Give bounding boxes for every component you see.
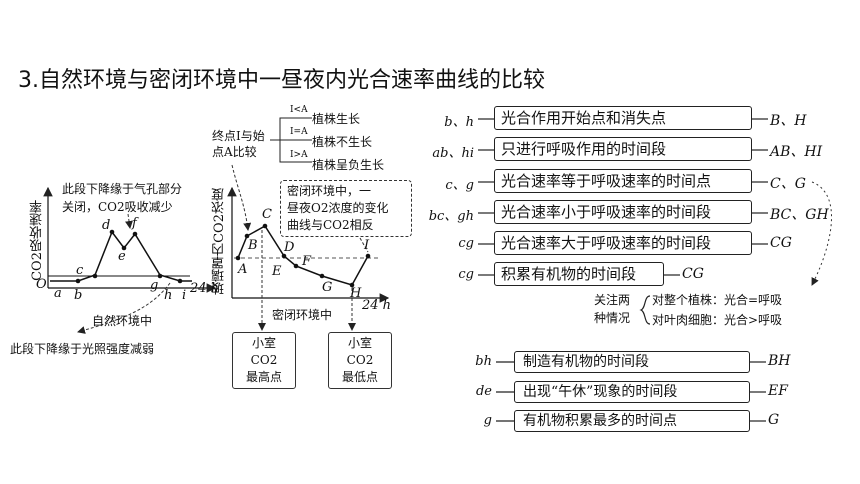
cmp1-symbol: I<A [290, 105, 308, 115]
left-note-arrow [125, 213, 133, 229]
left-bottom-arrow [77, 282, 171, 334]
row5-res: CG [770, 235, 792, 251]
cmp2-text: 植株不生长 [312, 135, 373, 149]
compare-brackets [270, 117, 312, 163]
left-origin: O [36, 277, 47, 292]
middle-point-H: H [350, 286, 362, 301]
left-point-i: i [182, 288, 187, 303]
cmp3-symbol: I>A [290, 150, 308, 160]
left-point-g: g [150, 278, 159, 293]
row9-box: 有机物积累最多的时间点 [514, 410, 750, 432]
left-note-bottom-1: 自然环境中 [92, 314, 153, 328]
row1-res: B、H [770, 113, 807, 129]
middle-point-A: A [238, 262, 248, 277]
middle-env-label: 密闭环境中 [272, 308, 333, 322]
middle-point-E: E [272, 264, 282, 279]
left-note-top-1: 此段下降缘于气孔部分 [62, 182, 183, 196]
left-xend: 24 h [190, 281, 220, 296]
left-point-d: d [102, 218, 111, 233]
row3-box: 光合速率等于呼吸速率的时间点 [494, 169, 752, 193]
cmp2-symbol: I=A [290, 127, 308, 137]
cmp3-text: 植株呈负生长 [312, 158, 385, 172]
left-chart-axes [43, 186, 217, 293]
case2-text: 对叶肉细胞：光合>呼吸 [652, 313, 783, 327]
attention-line2: 种情况 [594, 311, 631, 325]
row8-key: de [475, 384, 492, 399]
table-connectors [478, 118, 768, 422]
cg-dotted-arrow [811, 181, 833, 286]
row3-res: C、G [770, 176, 806, 192]
row7-res: BH [768, 353, 791, 369]
left-point-h: h [164, 288, 173, 303]
left-point-e: e [118, 249, 126, 264]
row9-key: g [483, 413, 492, 428]
case1-text: 对整个植株：光合=呼吸 [652, 293, 783, 307]
row8-box: 出现“午休”现象的时间段 [514, 381, 750, 403]
row9-res: G [768, 412, 780, 428]
middle-xend: 24 h [362, 298, 392, 313]
row2-key: ab、hi [432, 146, 474, 161]
page-title: 3.自然环境与密闭环境中一昼夜内光合速率曲线的比较 [18, 68, 545, 93]
middle-curve [237, 225, 369, 286]
left-point-f: f [132, 216, 137, 231]
row7-key: bh [475, 354, 492, 369]
middle-note-top-1: 终点I与始点A比较 [212, 129, 265, 159]
row5-box: 光合速率大于呼吸速率的时间段 [494, 231, 752, 255]
left-point-b: b [74, 288, 83, 303]
left-points [75, 229, 183, 284]
box-high-line2: 最高点 [245, 370, 282, 384]
box-co2-lowest: 小室CO2 最低点 [328, 332, 392, 389]
dashbox-to-I [359, 237, 369, 253]
row6-res: CG [682, 266, 704, 282]
box-co2-highest: 小室CO2 最高点 [232, 332, 296, 389]
middle-point-I: I [364, 238, 370, 253]
row3-key: c、g [445, 178, 474, 193]
row4-box: 光合速率小于呼吸速率的时间段 [494, 200, 752, 224]
row4-res: BC、GH [770, 207, 829, 223]
row5-key: cg [458, 236, 474, 251]
middle-point-G: G [322, 280, 333, 295]
row1-key: b、h [444, 115, 474, 130]
closed-env-note-line1: 密闭环境中，一 [287, 184, 372, 198]
row8-res: EF [768, 383, 788, 399]
row6-key: cg [458, 267, 474, 282]
note-to-curve [231, 164, 252, 231]
left-note-bottom-2: 此段下降缘于光照强度减弱 [10, 342, 155, 356]
middle-point-B: B [248, 238, 258, 253]
middle-ylabel: 玻璃罩内CO2浓度 [212, 188, 227, 295]
closed-env-note-line3: 曲线与CO2相反 [287, 218, 374, 232]
box-high-line1: 小室CO2 [250, 336, 278, 367]
middle-point-C: C [262, 207, 272, 222]
box-low-line1: 小室CO2 [346, 336, 374, 367]
row7-box: 制造有机物的时间段 [514, 351, 750, 373]
left-point-c: c [76, 263, 84, 278]
attention-line1: 关注两 [594, 293, 631, 307]
cmp1-text: 植株生长 [312, 112, 361, 126]
box-low-line2: 最低点 [341, 370, 378, 384]
closed-env-note: 密闭环境中，一 昼夜O2浓度的变化 曲线与CO2相反 [280, 180, 412, 237]
case-brace [639, 295, 651, 325]
row2-res: AB、HI [770, 144, 823, 160]
left-note-top-2: 关闭，CO2吸收减少 [62, 200, 173, 214]
row4-key: bc、gh [428, 209, 474, 224]
middle-points [235, 223, 371, 288]
row2-box: 只进行呼吸作用的时间段 [494, 137, 752, 161]
left-point-a: a [54, 286, 62, 301]
middle-point-F: F [302, 254, 312, 269]
middle-chart-axes [227, 186, 390, 303]
middle-point-D: D [284, 240, 295, 255]
closed-env-note-line2: 昼夜O2浓度的变化 [287, 201, 389, 215]
left-ylabel: CO2吸收速率 [30, 200, 45, 281]
row6-box: 积累有机物的时间段 [494, 262, 664, 286]
row1-box: 光合作用开始点和消失点 [494, 106, 752, 130]
